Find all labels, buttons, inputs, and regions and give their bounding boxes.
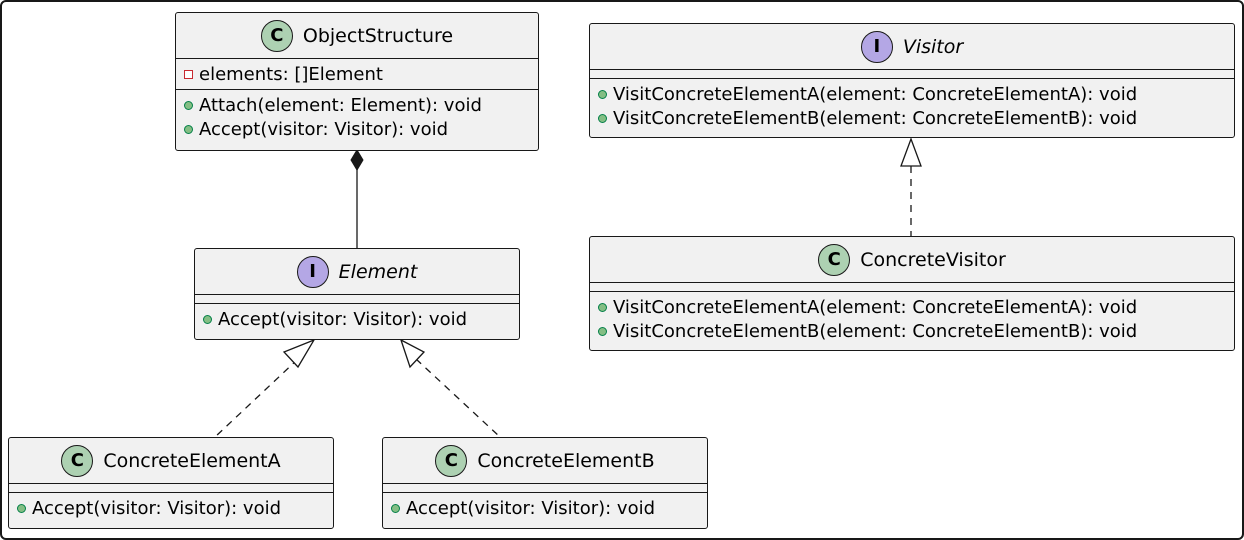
method: Accept(visitor: Visitor): void [32, 497, 282, 519]
class-concrete-element-b[interactable]: C ConcreteElementB Accept(visitor: Visit… [382, 437, 708, 529]
field: elements: []Element [199, 63, 383, 85]
public-method-icon [17, 503, 26, 513]
interface-name: Element [338, 260, 418, 283]
composition-diamond [350, 149, 364, 171]
method: VisitConcreteElementA(element: ConcreteE… [613, 83, 1138, 105]
class-badge-icon: C [435, 444, 468, 477]
method: Accept(visitor: Visitor): void [199, 118, 449, 140]
private-field-icon [184, 69, 193, 79]
method: VisitConcreteElementA(element: ConcreteE… [613, 296, 1138, 318]
public-method-icon [184, 100, 193, 110]
realization-line-b [415, 358, 501, 438]
public-method-icon [598, 326, 607, 336]
class-concrete-visitor[interactable]: C ConcreteVisitor VisitConcreteElementA(… [589, 236, 1235, 351]
interface-name: Visitor [902, 35, 964, 58]
method: Accept(visitor: Visitor): void [406, 497, 656, 519]
class-name: ConcreteElementB [477, 449, 655, 472]
method: Attach(element: Element): void [199, 94, 482, 116]
interface-badge-icon: I [296, 255, 329, 288]
public-method-icon [184, 124, 193, 134]
class-badge-icon: C [818, 243, 851, 276]
public-method-icon [598, 113, 607, 123]
class-concrete-element-a[interactable]: C ConcreteElementA Accept(visitor: Visit… [8, 437, 334, 529]
class-name: ConcreteElementA [103, 449, 281, 472]
method: VisitConcreteElementB(element: ConcreteE… [613, 107, 1138, 129]
interface-visitor[interactable]: I Visitor VisitConcreteElementA(element:… [589, 23, 1235, 138]
interface-badge-icon: I [860, 30, 893, 63]
class-badge-icon: C [260, 19, 293, 52]
realization-arrow-a [282, 338, 316, 369]
public-method-icon [391, 503, 400, 513]
realization-line-a [214, 358, 299, 438]
class-badge-icon: C [61, 444, 94, 477]
method: VisitConcreteElementB(element: ConcreteE… [613, 320, 1138, 342]
realization-arrow-b [399, 338, 426, 369]
method: Accept(visitor: Visitor): void [218, 308, 468, 330]
class-object-structure[interactable]: C ObjectStructure elements: []Element At… [175, 12, 539, 151]
class-name: ConcreteVisitor [860, 248, 1006, 271]
public-method-icon [203, 314, 212, 324]
public-method-icon [598, 89, 607, 99]
class-name: ObjectStructure [302, 24, 454, 47]
interface-element[interactable]: I Element Accept(visitor: Visitor): void [194, 248, 520, 340]
public-method-icon [598, 302, 607, 312]
realization-arrow-visitor [900, 137, 922, 167]
